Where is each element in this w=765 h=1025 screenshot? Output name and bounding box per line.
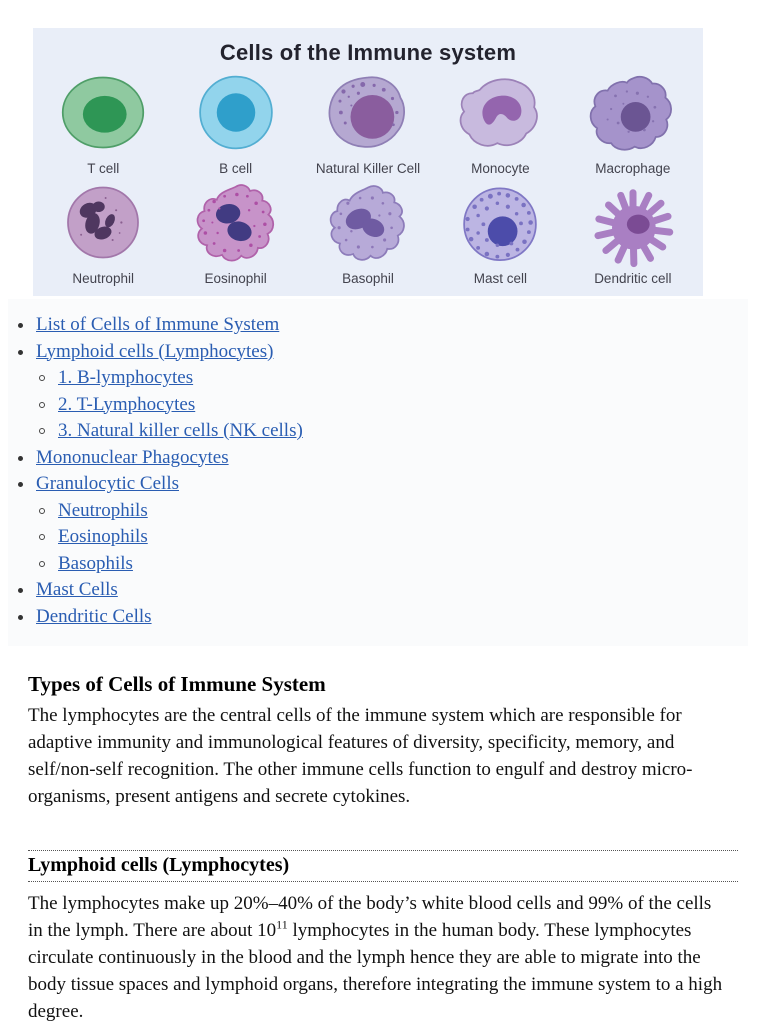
cell-label: Neutrophil bbox=[72, 271, 134, 286]
circle-bullet-icon bbox=[39, 401, 45, 408]
toc-item: List of Cells of Immune System bbox=[8, 312, 748, 339]
superscript-exponent: 11 bbox=[276, 917, 288, 932]
natural-killer-cell-illustration bbox=[328, 76, 405, 148]
toc-link-dendritic-cells[interactable]: Dendritic Cells bbox=[36, 605, 152, 627]
section-heading-types: Types of Cells of Immune System bbox=[28, 672, 326, 696]
figure-cell-monocyte: Monocyte bbox=[434, 74, 566, 184]
paragraph-lymphoid: The lymphocytes make up 20%–40% of the b… bbox=[28, 890, 723, 1025]
toc-link-list-of-cells[interactable]: List of Cells of Immune System bbox=[36, 314, 280, 335]
circle-bullet-icon bbox=[39, 375, 45, 381]
bullet-icon bbox=[18, 482, 23, 487]
figure-row-2: Neutrophil bbox=[37, 184, 699, 294]
toc-link-mononuclear-phagocytes[interactable]: Mononuclear Phagocytes bbox=[36, 446, 229, 468]
neutrophil-illustration bbox=[67, 186, 140, 259]
toc-link-nk-cells[interactable]: 3. Natural killer cells (NK cells) bbox=[58, 420, 303, 441]
circle-bullet-icon bbox=[39, 560, 45, 567]
paragraph-lymphoid-text-before: The lymphocytes make up 20%–40% of the b… bbox=[28, 893, 712, 941]
article-body: Types of Cells of Immune System The lymp… bbox=[28, 672, 738, 1025]
figure-cell-b-cell: B cell bbox=[169, 74, 301, 184]
bullet-icon bbox=[18, 349, 23, 355]
bullet-icon bbox=[18, 323, 23, 328]
toc-item: Neutrophils bbox=[8, 498, 748, 525]
cell-label: Basophil bbox=[342, 271, 394, 286]
section-heading-lymphoid: Lymphoid cells (Lymphocytes) bbox=[28, 854, 290, 876]
toc-link-b-lymphocytes[interactable]: 1. B-lymphocytes bbox=[58, 367, 194, 388]
cell-label: Macrophage bbox=[595, 161, 671, 176]
bullet-icon bbox=[18, 614, 23, 620]
cell-label: B cell bbox=[219, 161, 253, 176]
toc-link-granulocytic-cells[interactable]: Granulocytic Cells bbox=[36, 473, 179, 494]
toc-link-lymphoid-cells[interactable]: Lymphoid cells (Lymphocytes) bbox=[36, 340, 274, 362]
cell-label: Dendritic cell bbox=[594, 271, 672, 286]
figure-cell-neutrophil: Neutrophil bbox=[37, 184, 169, 294]
toc-link-neutrophils[interactable]: Neutrophils bbox=[58, 499, 148, 521]
cell-label: Monocyte bbox=[471, 161, 530, 176]
immune-cells-figure: Cells of the Immune system T cell B cell bbox=[33, 28, 703, 296]
bullet-icon bbox=[18, 588, 23, 593]
circle-bullet-icon bbox=[39, 428, 45, 434]
mast-cell-illustration bbox=[463, 187, 538, 261]
figure-cell-macrophage: Macrophage bbox=[567, 74, 699, 184]
toc-link-mast-cells[interactable]: Mast Cells bbox=[36, 579, 118, 600]
figure-cell-mast-cell: Mast cell bbox=[434, 184, 566, 294]
figure-cell-eosinophil: Eosinophil bbox=[169, 184, 301, 294]
toc-item: Mononuclear Phagocytes bbox=[8, 445, 748, 472]
figure-cell-t-cell: T cell bbox=[37, 74, 169, 184]
t-cell-illustration bbox=[62, 76, 145, 149]
cell-label: Eosinophil bbox=[204, 271, 267, 286]
figure-cell-dendritic-cell: Dendritic cell bbox=[567, 184, 699, 294]
circle-bullet-icon bbox=[39, 534, 45, 540]
toc-link-eosinophils[interactable]: Eosinophils bbox=[58, 526, 148, 547]
bullet-icon bbox=[18, 455, 23, 461]
toc-link-basophils[interactable]: Basophils bbox=[58, 552, 133, 574]
figure-title: Cells of the Immune system bbox=[219, 40, 517, 65]
monocyte-illustration bbox=[460, 78, 539, 147]
toc-link-t-lymphocytes[interactable]: 2. T-Lymphocytes bbox=[58, 393, 196, 415]
paragraph-types-intro: The lymphocytes are the central cells of… bbox=[28, 705, 693, 807]
basophil-illustration bbox=[329, 185, 405, 261]
table-of-contents: List of Cells of Immune System Lymphoid … bbox=[8, 299, 748, 646]
cell-label: Mast cell bbox=[473, 271, 528, 286]
figure-cell-nk-cell: Natural Killer Cell bbox=[302, 74, 434, 184]
cell-label: Natural Killer Cell bbox=[315, 161, 421, 176]
figure-row-1: T cell B cell bbox=[37, 74, 699, 184]
toc-item: Basophils bbox=[8, 551, 748, 578]
toc-item: 3. Natural killer cells (NK cells) bbox=[8, 418, 748, 445]
toc-item: Eosinophils bbox=[8, 524, 748, 551]
figure-cell-basophil: Basophil bbox=[302, 184, 434, 294]
toc-item: 2. T-Lymphocytes bbox=[8, 392, 748, 419]
toc-item: Lymphoid cells (Lymphocytes) bbox=[8, 339, 748, 366]
cell-label: T cell bbox=[87, 161, 120, 176]
b-cell-illustration bbox=[198, 75, 273, 150]
toc-item: 1. B-lymphocytes bbox=[8, 365, 748, 392]
toc-item: Dendritic Cells bbox=[8, 604, 748, 631]
document-page: { "figure": { "title": "Cells of the Imm… bbox=[0, 28, 765, 1025]
toc-item: Mast Cells bbox=[8, 577, 748, 604]
circle-bullet-icon bbox=[39, 507, 45, 514]
lymphoid-heading-rule: Lymphoid cells (Lymphocytes) bbox=[28, 850, 738, 882]
toc-item: Granulocytic Cells bbox=[8, 471, 748, 498]
dendritic-cell-illustration bbox=[594, 189, 674, 268]
macrophage-illustration bbox=[589, 75, 672, 151]
eosinophil-illustration bbox=[196, 184, 274, 262]
